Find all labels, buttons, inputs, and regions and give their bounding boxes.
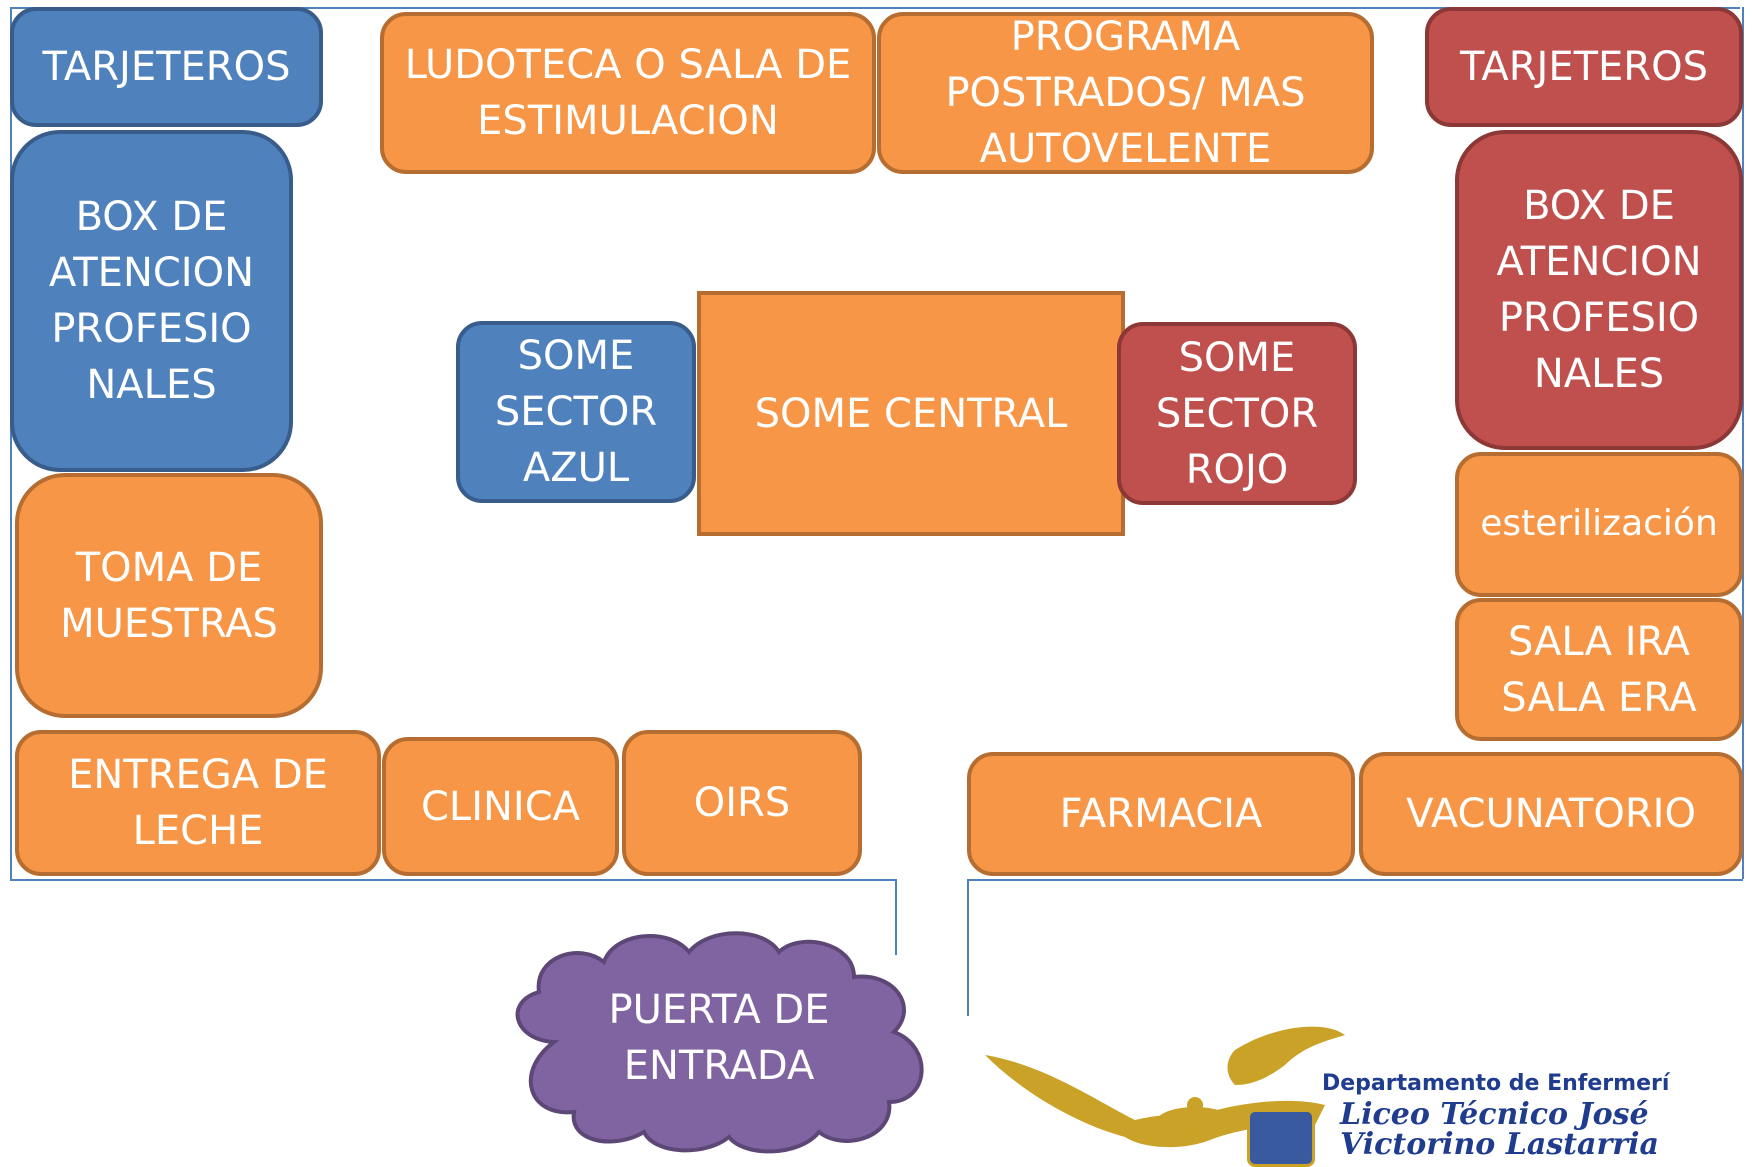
room-sala-ira-era: SALA IRA SALA ERA [1455,598,1743,741]
building-outline-bottom-left [10,879,896,881]
logo-school-line2: Victorino Lastarria [1340,1127,1659,1162]
building-outline-top [10,7,1740,9]
lamp-emblem [985,1026,1345,1148]
room-tarjeteros-left: TARJETEROS [10,7,323,127]
room-some-sector-rojo: SOME SECTOR ROJO [1117,322,1357,505]
building-outline-right [1742,7,1744,879]
entrance-cloud: PUERTA DE ENTRADA [494,922,944,1155]
building-outline-left [10,7,12,879]
room-some-sector-azul: SOME SECTOR AZUL [456,321,696,503]
entrance-label: PUERTA DE ENTRADA [608,987,830,1089]
logo-school-line1: Liceo Técnico José [1340,1097,1649,1132]
room-farmacia: FARMACIA [967,752,1355,876]
room-programa-postrados: PROGRAMA POSTRADOS/ MAS AUTOVELENTE [877,12,1374,174]
room-toma-de-muestras: TOMA DE MUESTRAS [15,473,323,718]
logo-department-text: Departamento de Enfermerí [1322,1071,1670,1096]
room-box-atencion-left: BOX DE ATENCION PROFESIO NALES [10,130,293,472]
entrance-wall-left [895,879,897,955]
cloud-shape [515,931,924,1154]
entrance-wall-right [967,879,969,1016]
room-oirs: OIRS [622,730,862,876]
room-vacunatorio: VACUNATORIO [1359,752,1743,876]
room-entrega-de-leche: ENTREGA DE LECHE [15,730,381,876]
room-some-central: SOME CENTRAL [697,291,1125,536]
room-ludoteca: LUDOTECA O SALA DE ESTIMULACION [380,12,876,174]
school-seal [1247,1109,1315,1167]
room-esterilizacion: esterilización [1455,452,1743,597]
room-box-atencion-right: BOX DE ATENCION PROFESIO NALES [1455,130,1743,450]
school-logo: Departamento de Enfermerí Liceo Técnico … [985,1025,1752,1167]
room-tarjeteros-right: TARJETEROS [1425,7,1743,127]
building-outline-bottom-right [967,879,1743,881]
room-clinica: CLINICA [382,737,619,876]
